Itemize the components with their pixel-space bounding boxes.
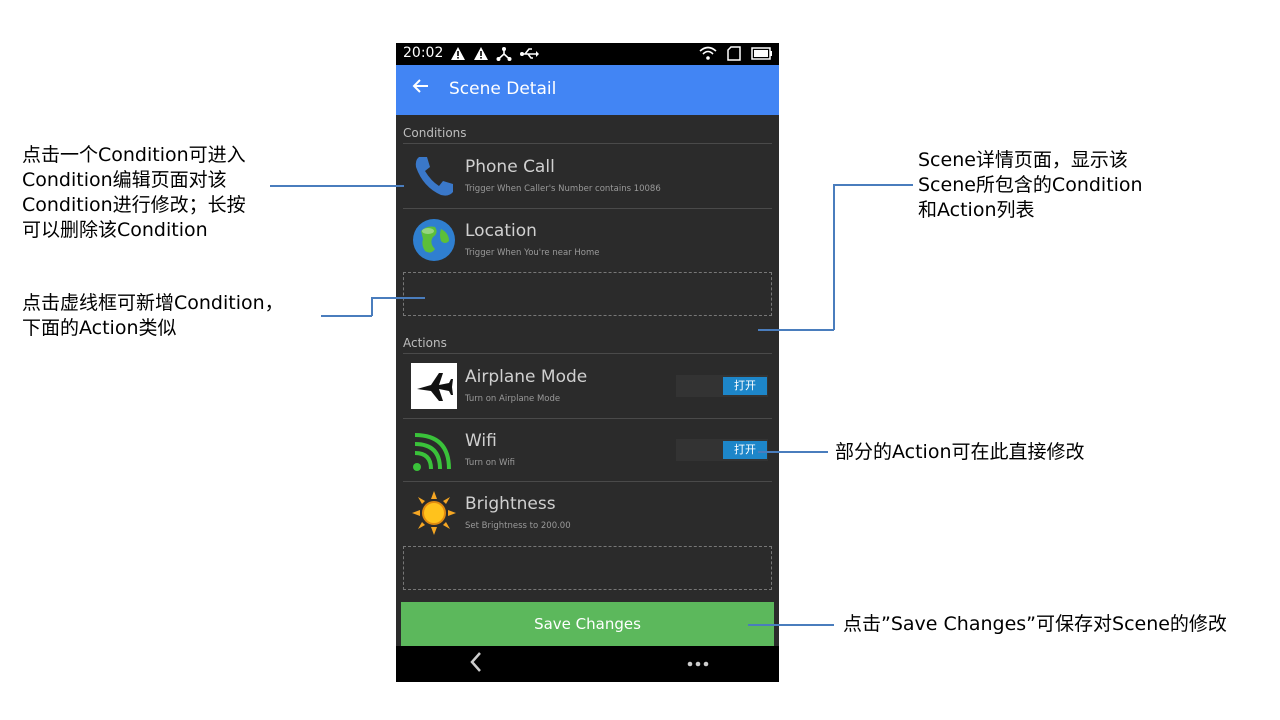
sim-icon	[727, 46, 741, 61]
callout-line	[270, 185, 404, 187]
callout-line	[371, 297, 373, 316]
wifi-toggle[interactable]: 打开	[723, 441, 767, 459]
action-title: Wifi	[465, 431, 497, 451]
condition-title: Phone Call	[465, 157, 555, 177]
callout-line	[758, 451, 828, 453]
action-item-brightness[interactable]: Brightness Set Brightness to 200.00	[403, 482, 772, 544]
annotation-line: Condition进行修改；长按	[22, 194, 246, 216]
app-bar: Scene Detail	[396, 65, 779, 115]
add-condition-placeholder[interactable]	[403, 272, 772, 316]
globe-icon	[413, 219, 455, 261]
warning-icon	[474, 47, 488, 60]
callout-line	[758, 329, 834, 331]
usb-icon	[520, 48, 539, 59]
page-title: Scene Detail	[449, 79, 557, 99]
annotation-line: 可以删除该Condition	[22, 219, 208, 241]
navigation-bar	[396, 646, 779, 682]
action-title: Airplane Mode	[465, 367, 588, 387]
warning-icon	[451, 47, 465, 60]
annotation-line: 和Action列表	[918, 199, 1035, 221]
condition-item-phone-call[interactable]: Phone Call Trigger When Caller's Number …	[403, 145, 772, 207]
wifi-icon	[413, 433, 451, 471]
annotation-line: Scene详情页面，显示该	[918, 149, 1128, 171]
action-title: Brightness	[465, 494, 556, 514]
divider	[403, 481, 772, 482]
action-item-airplane-mode[interactable]: Airplane Mode Turn on Airplane Mode 打开	[403, 355, 772, 417]
actions-header: Actions	[403, 336, 447, 350]
callout-line	[321, 315, 372, 317]
annotation-scene-detail: Scene详情页面，显示该 Scene所包含的Condition 和Action…	[918, 148, 1143, 223]
callout-line	[833, 184, 913, 186]
annotation-line: Condition编辑页面对该	[22, 169, 227, 191]
sun-icon	[412, 491, 456, 535]
save-changes-button[interactable]: Save Changes	[401, 602, 774, 646]
conditions-header: Conditions	[403, 126, 467, 140]
battery-icon	[751, 47, 772, 60]
action-item-wifi[interactable]: Wifi Turn on Wifi 打开	[403, 419, 772, 481]
callout-line	[748, 624, 834, 626]
condition-subtitle: Trigger When Caller's Number contains 10…	[465, 184, 661, 194]
callout-line	[833, 184, 835, 330]
status-time: 20:02	[403, 45, 444, 61]
annotation-add-condition: 点击虚线框可新增Condition， 下面的Action类似	[22, 291, 284, 341]
condition-subtitle: Trigger When You're near Home	[465, 248, 600, 258]
status-bar: 20:02	[396, 43, 779, 65]
divider	[403, 418, 772, 419]
phone-icon	[415, 157, 453, 196]
divider	[403, 208, 772, 209]
share-icon	[496, 47, 512, 61]
annotation-save: 点击”Save Changes”可保存对Scene的修改	[843, 613, 1227, 635]
annotation-line: 点击虚线框可新增Condition，	[22, 292, 284, 314]
arrow-left-icon[interactable]	[412, 77, 430, 95]
annotation-action-edit: 部分的Action可在此直接修改	[835, 441, 1085, 463]
callout-line	[371, 297, 425, 299]
annotation-condition-edit: 点击一个Condition可进入 Condition编辑页面对该 Conditi…	[22, 143, 246, 243]
annotation-line: Scene所包含的Condition	[918, 174, 1143, 196]
condition-title: Location	[465, 221, 537, 241]
action-subtitle: Turn on Wifi	[465, 458, 515, 468]
divider	[403, 143, 772, 144]
wifi-icon	[699, 46, 717, 60]
airplane-mode-toggle[interactable]: 打开	[723, 377, 767, 395]
annotation-line: 下面的Action类似	[22, 317, 177, 339]
condition-item-location[interactable]: Location Trigger When You're near Home	[403, 209, 772, 271]
divider	[403, 353, 772, 354]
add-action-placeholder[interactable]	[403, 546, 772, 590]
chevron-left-icon[interactable]	[468, 649, 484, 675]
more-icon[interactable]	[686, 650, 710, 676]
annotation-line: 点击一个Condition可进入	[22, 144, 246, 166]
action-subtitle: Turn on Airplane Mode	[465, 394, 561, 404]
phone-screen: 20:02 Scene Detail Conditions Phone Call…	[396, 43, 779, 682]
action-subtitle: Set Brightness to 200.00	[465, 521, 571, 531]
airplane-icon	[411, 363, 457, 409]
